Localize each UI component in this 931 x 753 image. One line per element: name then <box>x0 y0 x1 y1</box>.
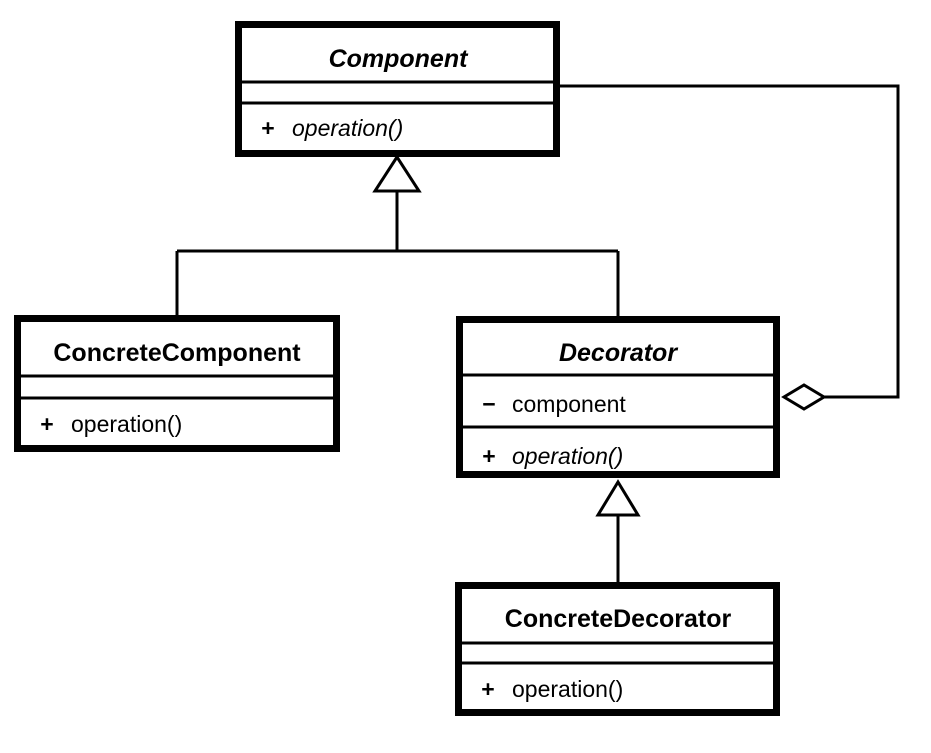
class-name-component: Component <box>329 45 470 73</box>
aggregation-diamond-icon <box>781 383 827 411</box>
generalization-triangle-icon <box>372 154 422 193</box>
operation-name: operation() <box>512 443 623 469</box>
operation-visibility: + <box>481 676 494 702</box>
generalization-component-tree[interactable] <box>175 154 620 316</box>
class-name-concrete-component: ConcreteComponent <box>53 339 301 367</box>
class-box-component[interactable]: Component + operation() <box>235 21 560 157</box>
generalization-concrete-decorator-decorator[interactable] <box>595 479 641 582</box>
attribute-name: component <box>512 391 626 417</box>
class-name-decorator: Decorator <box>559 339 678 367</box>
operation-name: operation() <box>71 411 182 437</box>
class-box-concrete-decorator[interactable]: ConcreteDecorator + operation() <box>455 582 780 716</box>
operation-name: operation() <box>512 676 623 702</box>
generalization-triangle-icon <box>595 479 641 517</box>
operation-name: operation() <box>292 115 403 141</box>
attribute-visibility: − <box>482 391 495 417</box>
operation-visibility: + <box>482 443 495 469</box>
aggregation-decorator-component[interactable] <box>560 84 900 411</box>
class-box-concrete-component[interactable]: ConcreteComponent + operation() <box>14 315 340 452</box>
class-name-concrete-decorator: ConcreteDecorator <box>505 605 732 633</box>
operation-visibility: + <box>40 411 53 437</box>
operation-visibility: + <box>261 115 274 141</box>
class-box-decorator[interactable]: Decorator − component + operation() <box>456 316 780 478</box>
